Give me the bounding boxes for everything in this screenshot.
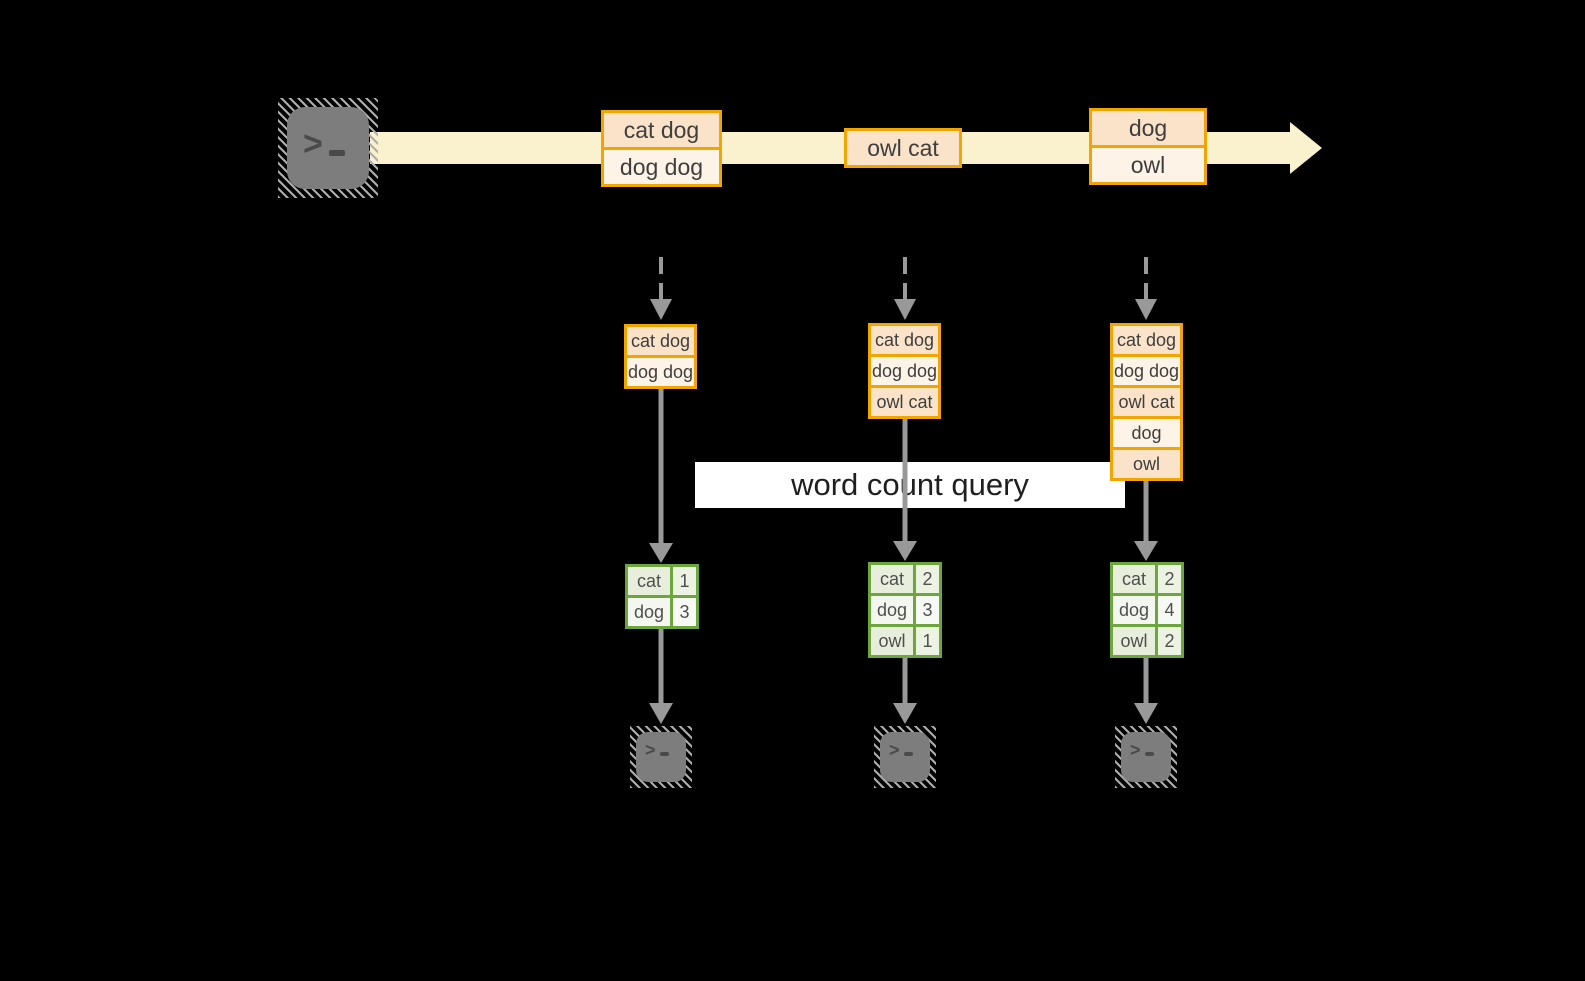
buffer-line: dog dog — [627, 355, 694, 386]
count-cell: 3 — [670, 598, 696, 626]
event-line: cat dog — [604, 113, 719, 147]
buffer-line: owl — [1113, 447, 1180, 478]
count-table-3: cat 2 dog 4 owl 2 — [1110, 562, 1184, 658]
buffer-line: dog dog — [1113, 354, 1180, 385]
query-label-text: word count query — [791, 467, 1029, 502]
output-terminal-icon-3: > — [1115, 726, 1177, 788]
source-terminal-icon: > — [278, 98, 378, 198]
table-row: dog 3 — [871, 593, 939, 624]
word-cell: owl — [871, 627, 913, 655]
word-cell: cat — [871, 565, 913, 593]
terminal-icon: > — [636, 732, 686, 782]
table-row: dog 4 — [1113, 593, 1181, 624]
terminal-prompt-glyph: > — [645, 741, 669, 759]
query-arrows — [649, 388, 1158, 563]
stream-event-1: cat dog dog dog — [601, 110, 722, 187]
buffer-line: cat dog — [871, 326, 938, 354]
word-cell: dog — [871, 596, 913, 624]
event-line: owl cat — [847, 131, 959, 165]
output-arrows — [649, 628, 1158, 724]
word-count-query-label: word count query — [695, 462, 1125, 508]
event-line: dog dog — [604, 147, 719, 184]
stream-event-3: dog owl — [1089, 108, 1207, 185]
table-row: cat 2 — [1113, 565, 1181, 593]
buffer-line: cat dog — [627, 327, 694, 355]
event-line: owl — [1092, 145, 1204, 182]
buffer-line: dog dog — [871, 354, 938, 385]
terminal-prompt-glyph: > — [889, 741, 913, 759]
table-row: dog 3 — [628, 595, 696, 626]
buffer-stack-2: cat dog dog dog owl cat — [868, 323, 941, 419]
dashed-ingest-arrows — [650, 257, 1157, 320]
terminal-prompt-glyph: > — [1130, 741, 1154, 759]
buffer-stack-3: cat dog dog dog owl cat dog owl — [1110, 323, 1183, 481]
buffer-line: cat dog — [1113, 326, 1180, 354]
count-table-2: cat 2 dog 3 owl 1 — [868, 562, 942, 658]
count-table-1: cat 1 dog 3 — [625, 564, 699, 629]
buffer-line: owl cat — [871, 385, 938, 416]
word-cell: dog — [1113, 596, 1155, 624]
buffer-line: dog — [1113, 416, 1180, 447]
terminal-icon: > — [1121, 732, 1171, 782]
count-cell: 2 — [913, 565, 939, 593]
word-cell: cat — [628, 567, 670, 595]
output-terminal-icon-2: > — [874, 726, 936, 788]
count-cell: 3 — [913, 596, 939, 624]
table-row: cat 2 — [871, 565, 939, 593]
count-cell: 2 — [1155, 627, 1181, 655]
count-cell: 4 — [1155, 596, 1181, 624]
stream-event-2: owl cat — [844, 128, 962, 168]
buffer-line: owl cat — [1113, 385, 1180, 416]
terminal-icon: > — [880, 732, 930, 782]
event-line: dog — [1092, 111, 1204, 145]
output-terminal-icon-1: > — [630, 726, 692, 788]
count-cell: 1 — [670, 567, 696, 595]
table-row: cat 1 — [628, 567, 696, 595]
table-row: owl 1 — [871, 624, 939, 655]
table-row: owl 2 — [1113, 624, 1181, 655]
terminal-prompt-glyph: > — [303, 127, 345, 161]
terminal-icon: > — [287, 107, 369, 189]
buffer-stack-1: cat dog dog dog — [624, 324, 697, 389]
count-cell: 1 — [913, 627, 939, 655]
word-cell: owl — [1113, 627, 1155, 655]
word-cell: cat — [1113, 565, 1155, 593]
word-cell: dog — [628, 598, 670, 626]
count-cell: 2 — [1155, 565, 1181, 593]
